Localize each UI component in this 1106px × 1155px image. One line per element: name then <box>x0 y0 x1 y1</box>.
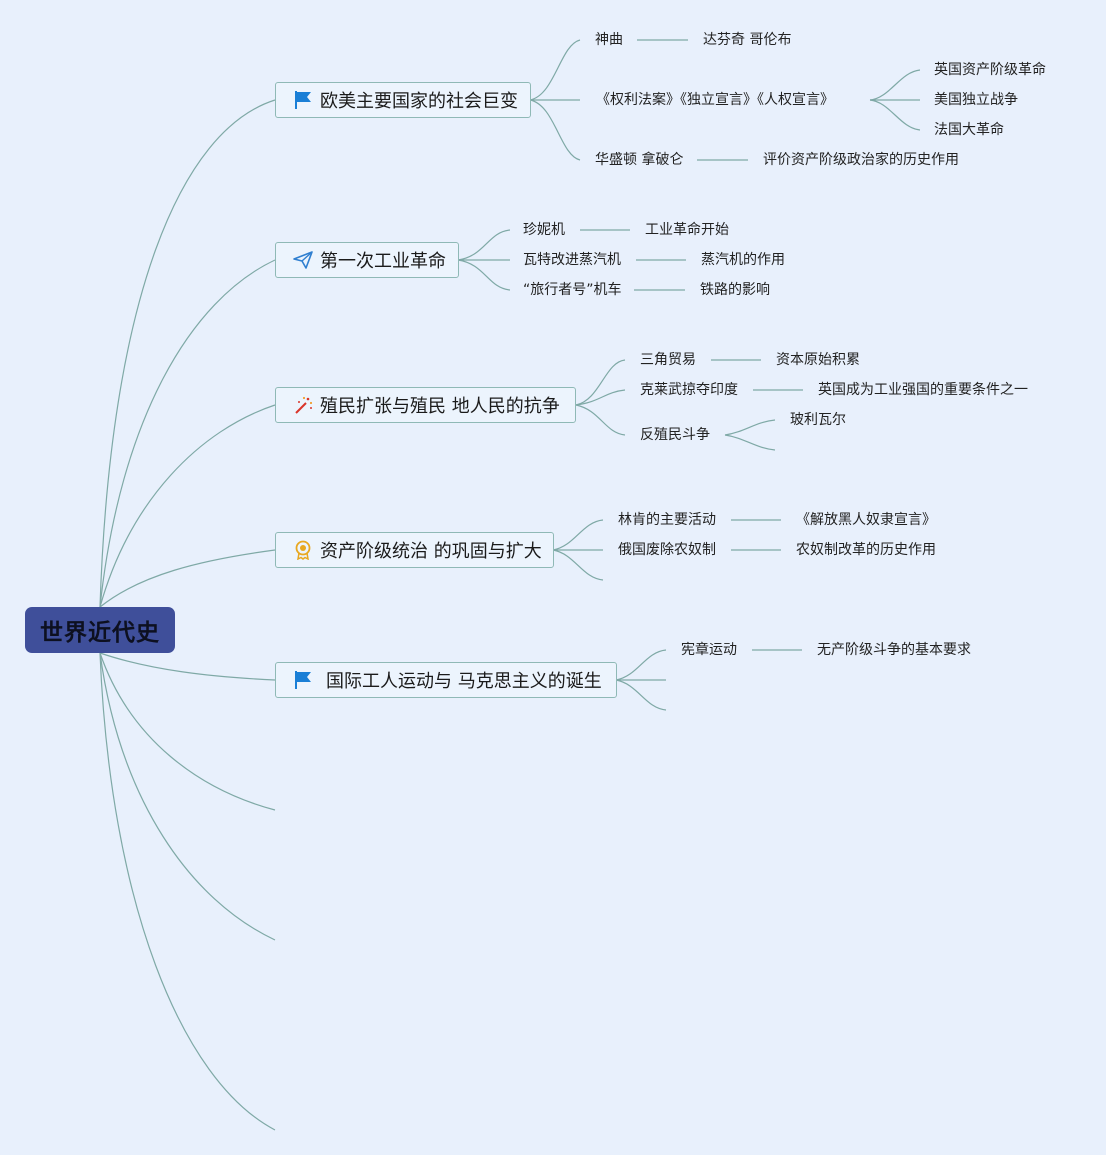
topic-label: 宪章运动 <box>681 642 737 658</box>
award-ribbon-icon <box>292 539 314 561</box>
topic-label: 铁路的影响 <box>700 282 770 298</box>
topic-label: 英国资产阶级革命 <box>934 62 1046 78</box>
topic-label: 珍妮机 <box>523 222 565 238</box>
topic-label: “旅行者号”机车 <box>523 282 622 298</box>
topic-node[interactable]: 神曲 <box>595 31 623 49</box>
branch-node-workers-movement[interactable]: 国际工人运动与 马克思主义的诞生 <box>275 662 617 698</box>
connector-b5-i3 <box>615 679 667 711</box>
topic-node[interactable]: 克莱武掠夺印度 <box>640 381 738 399</box>
connector-root-empty-1 <box>99 652 276 811</box>
connector-b3-i1 <box>575 359 626 406</box>
topic-label: 俄国废除农奴制 <box>618 542 716 558</box>
connector-root-b3 <box>99 404 276 608</box>
connector-b3-i2 <box>575 389 626 406</box>
branch-node-society-change[interactable]: 欧美主要国家的社会巨变 <box>275 82 531 118</box>
topic-label: 资本原始积累 <box>776 352 860 368</box>
topic-node[interactable]: 资本原始积累 <box>776 351 860 369</box>
topic-label: 达芬奇 哥伦布 <box>703 32 792 48</box>
topic-node[interactable]: 林肯的主要活动 <box>618 511 716 529</box>
firework-icon <box>292 394 314 416</box>
branch-label: 国际工人运动与 马克思主义的诞生 <box>326 671 602 692</box>
topic-label: 神曲 <box>595 32 623 48</box>
topic-node[interactable]: 英国成为工业强国的重要条件之一 <box>818 381 1028 399</box>
branch-label: 第一次工业革命 <box>320 251 446 272</box>
topic-label: 评价资产阶级政治家的历史作用 <box>763 152 959 168</box>
connector-root-b2 <box>99 259 276 608</box>
branch-label: 欧美主要国家的社会巨变 <box>320 91 518 112</box>
connector-b3-i3 <box>575 404 626 436</box>
connector-b4-i1 <box>552 519 604 551</box>
topic-node[interactable]: 《权利法案》《独立宣言》《人权宣言》 <box>596 91 834 109</box>
topic-node[interactable]: 俄国废除农奴制 <box>618 541 716 559</box>
topic-node[interactable]: 美国独立战争 <box>934 91 1018 109</box>
connector-b5-i1 <box>615 649 667 681</box>
topic-label: 林肯的主要活动 <box>618 512 716 528</box>
topic-label: 蒸汽机的作用 <box>701 252 785 268</box>
connector-b1-i3 <box>529 99 581 161</box>
topic-node[interactable]: 蒸汽机的作用 <box>701 251 785 269</box>
topic-node[interactable]: 反殖民斗争 <box>640 426 710 444</box>
topic-label: 无产阶级斗争的基本要求 <box>817 642 971 658</box>
topic-node[interactable]: 《解放黑人奴隶宣言》 <box>796 511 936 529</box>
topic-node[interactable]: 工业革命开始 <box>645 221 729 239</box>
topic-label: 美国独立战争 <box>934 92 1018 108</box>
topic-node[interactable]: 宪章运动 <box>681 641 737 659</box>
blue-flag-icon <box>292 669 314 691</box>
topic-label: 华盛顿 拿破仑 <box>595 152 684 168</box>
topic-label: 《解放黑人奴隶宣言》 <box>796 512 936 528</box>
connector-root-b4 <box>99 549 276 608</box>
connector-root-empty-2 <box>99 652 276 941</box>
topic-label: 克莱武掠夺印度 <box>640 382 738 398</box>
topic-node[interactable]: 三角贸易 <box>640 351 696 369</box>
topic-node[interactable]: 无产阶级斗争的基本要求 <box>817 641 971 659</box>
connector-b3-i3-c2 <box>724 434 776 451</box>
blue-flag-icon <box>292 89 314 111</box>
topic-label: 英国成为工业强国的重要条件之一 <box>818 382 1028 398</box>
connector-b1-i1 <box>529 39 581 101</box>
topic-node[interactable]: 铁路的影响 <box>700 281 770 299</box>
topic-label: 法国大革命 <box>934 122 1004 138</box>
topic-node[interactable]: 法国大革命 <box>934 121 1004 139</box>
topic-node[interactable]: 英国资产阶级革命 <box>934 61 1046 79</box>
topic-node[interactable]: 评价资产阶级政治家的历史作用 <box>763 151 959 169</box>
topic-label: 三角贸易 <box>640 352 696 368</box>
branch-node-industrial-revolution[interactable]: 第一次工业革命 <box>275 242 459 278</box>
topic-label: 《权利法案》《独立宣言》《人权宣言》 <box>596 92 834 108</box>
topic-node[interactable]: 玻利瓦尔 <box>790 411 846 429</box>
topic-label: 工业革命开始 <box>645 222 729 238</box>
branch-node-bourgeois-rule[interactable]: 资产阶级统治 的巩固与扩大 <box>275 532 554 568</box>
branch-label: 资产阶级统治 的巩固与扩大 <box>320 541 542 562</box>
connector-b3-i3-c1 <box>724 419 776 436</box>
topic-label: 农奴制改革的历史作用 <box>796 542 936 558</box>
topic-node[interactable]: “旅行者号”机车 <box>523 281 622 299</box>
topic-node[interactable]: 农奴制改革的历史作用 <box>796 541 936 559</box>
root-label: 世界近代史 <box>40 620 160 646</box>
connector-b2-i3 <box>457 259 511 291</box>
root-node[interactable]: 世界近代史 <box>25 607 175 653</box>
connector-root-b5 <box>99 652 276 681</box>
connector-root-b1 <box>99 99 276 608</box>
branch-node-colonial-expansion[interactable]: 殖民扩张与殖民 地人民的抗争 <box>275 387 576 423</box>
paper-plane-icon <box>292 249 314 271</box>
topic-label: 瓦特改进蒸汽机 <box>523 252 621 268</box>
connector-root-empty-3 <box>99 652 276 1131</box>
topic-label: 玻利瓦尔 <box>790 412 846 428</box>
connector-b4-i3 <box>552 549 604 581</box>
branch-label: 殖民扩张与殖民 地人民的抗争 <box>320 396 560 417</box>
connector-b2-i1 <box>457 229 511 261</box>
topic-node[interactable]: 珍妮机 <box>523 221 565 239</box>
topic-node[interactable]: 达芬奇 哥伦布 <box>703 31 791 49</box>
connector-b1-i2-c1 <box>869 69 921 101</box>
topic-label: 反殖民斗争 <box>640 427 710 443</box>
connector-b1-i2-c3 <box>869 99 921 131</box>
topic-node[interactable]: 华盛顿 拿破仑 <box>595 151 683 169</box>
topic-node[interactable]: 瓦特改进蒸汽机 <box>523 251 621 269</box>
